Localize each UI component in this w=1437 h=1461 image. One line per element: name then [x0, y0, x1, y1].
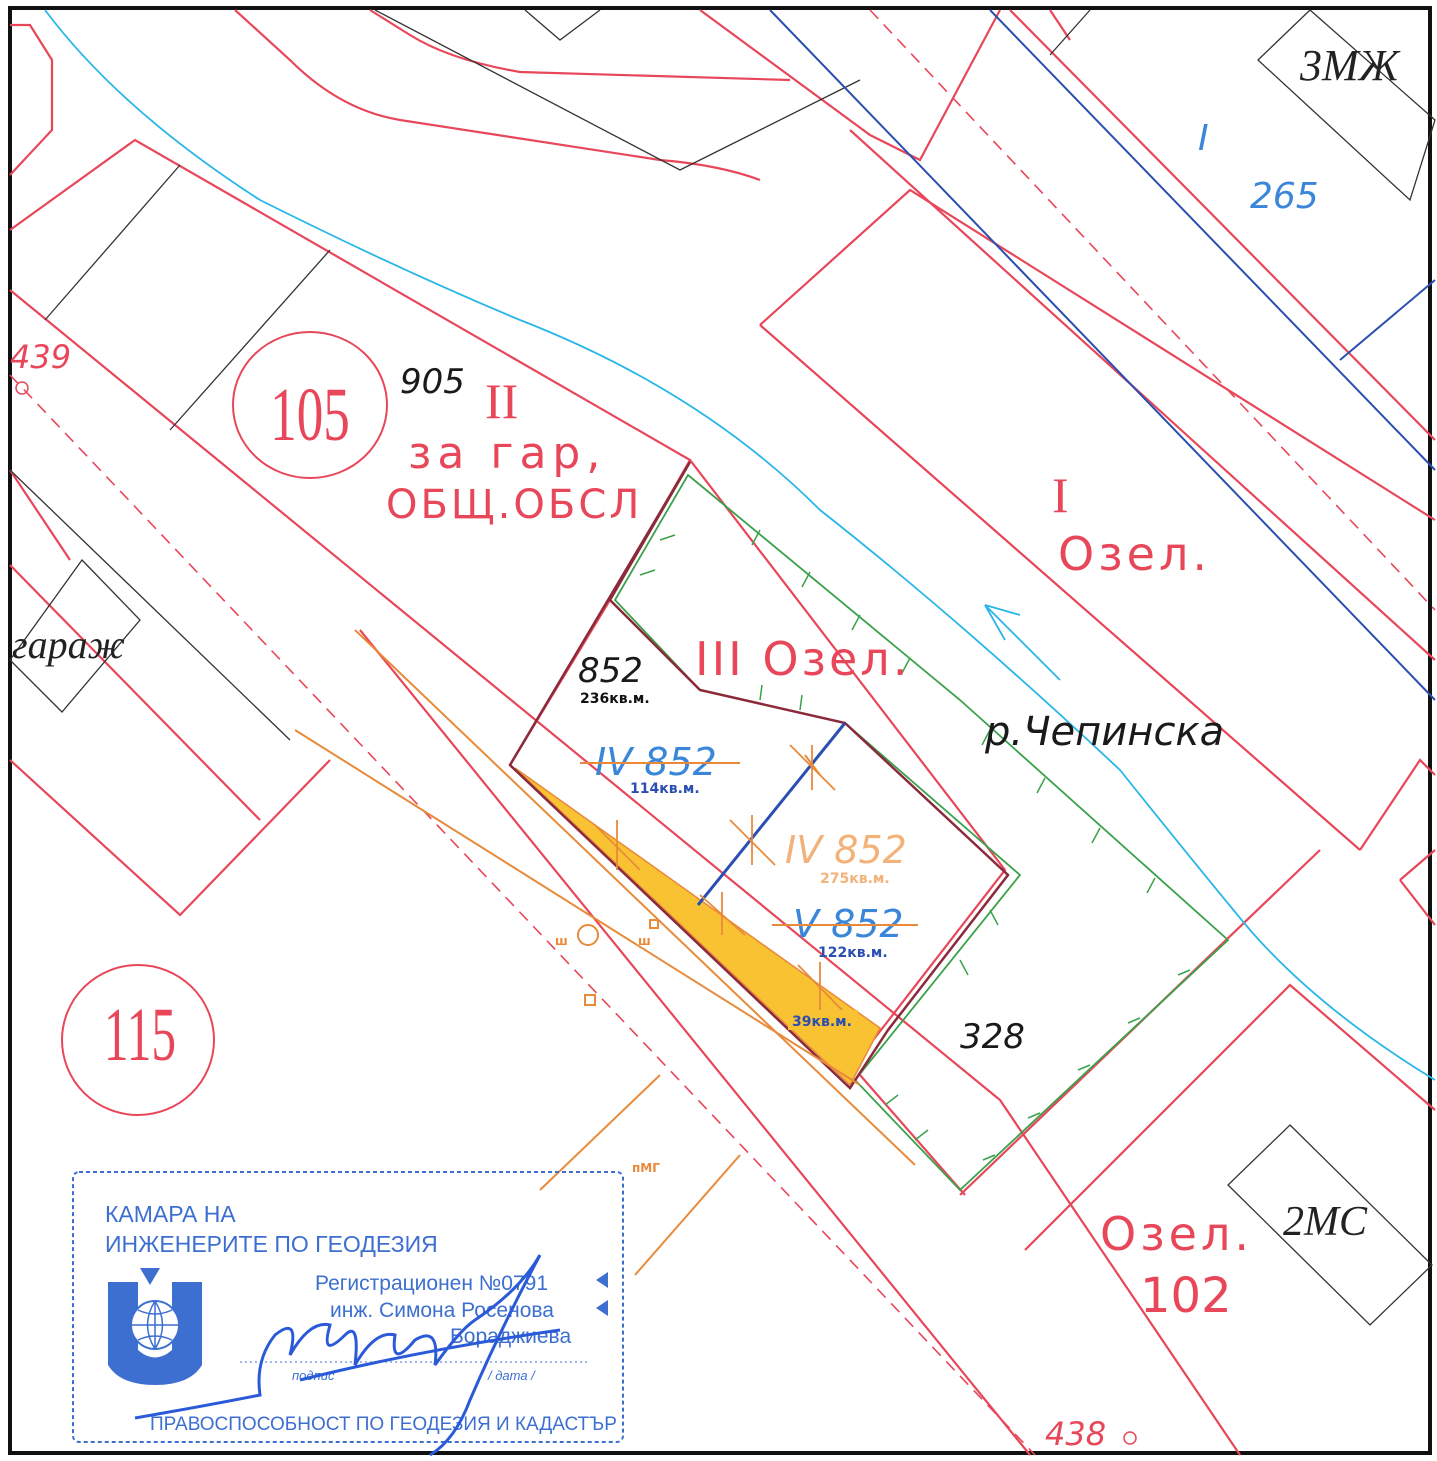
river-label: р.Чепинска [984, 709, 1224, 755]
stamp-line1: КАМАРА НА [105, 1201, 236, 1227]
plot-ii-use-1: за гар, [408, 428, 606, 479]
point-markers [594, 744, 843, 1011]
map-frame [8, 6, 1432, 1455]
stamp-line2: ИНЖЕНЕРИТЕ ПО ГЕОДЕЗИЯ [105, 1231, 438, 1257]
area-39-label: 39кв.м. [792, 1014, 852, 1030]
area-39-box [788, 1010, 858, 1030]
pole-symbol [584, 994, 596, 1006]
surveyor-stamp: КАМАРА НА ИНЖЕНЕРИТЕ ПО ГЕОДЕЗИЯ Регистр… [72, 1171, 624, 1457]
orange-lines [294, 629, 916, 1276]
lot-328-label: 328 [960, 1017, 1025, 1057]
stamp-border [72, 1171, 624, 1443]
manhole-symbol [577, 924, 599, 946]
plot-iii-label: III Озел. [695, 632, 910, 686]
area-236-label: 236кв.м. [580, 691, 650, 707]
lot-852-label: 852 [578, 651, 643, 691]
iv852-new-label: IV 852 [785, 828, 907, 872]
quarter-105-circle [232, 331, 388, 479]
signature [134, 1254, 561, 1457]
point-438-label: 438 [1045, 1415, 1106, 1453]
pmg-label: пМГ [632, 1161, 660, 1175]
stamp-engineer: инж. Симона Росенова [330, 1299, 554, 1322]
quarter-115-label: 115 [104, 992, 176, 1076]
chamber-logo-icon [108, 1268, 202, 1385]
quarter-115-circle [61, 964, 215, 1116]
top-i-label: I [1198, 118, 1209, 159]
survey-point-439 [15, 381, 29, 395]
new-boundary-line [696, 722, 847, 906]
annexed-area [514, 767, 881, 1087]
regulation-lines [9, 9, 1436, 1456]
green-zone-ticks [639, 529, 1191, 1161]
street-blue-lines [769, 9, 1436, 701]
sh-label-1: ш [555, 934, 568, 948]
ozel-102-b: 102 [1140, 1268, 1232, 1324]
sh-label-2: ш [638, 934, 651, 948]
top-265-label: 265 [1250, 176, 1319, 217]
river-line [44, 9, 1436, 1081]
property-852 [508, 461, 1010, 1090]
building-lines [9, 9, 1436, 1326]
area-114-label: 114кв.м. [630, 781, 700, 797]
stamp-footer: ПРАВОСПОСОБНОСТ ПО ГЕОДЕЗИЯ И КАДАСТЪР [150, 1414, 617, 1435]
lot-905-label: 905 [400, 362, 465, 402]
quarter-105-label: 105 [270, 374, 350, 457]
green-zone-iii [613, 473, 1230, 1192]
pole-symbol-2 [649, 919, 659, 929]
plot-i-number: I [1052, 467, 1069, 523]
stamp-reg: Регистрационен №0791 [315, 1272, 548, 1295]
stamp-data: / дата / [487, 1368, 536, 1383]
area-275-label: 275кв.м. [820, 871, 890, 887]
bldg-2ms-label: 2МС [1283, 1199, 1368, 1245]
plot-i-use: Озел. [1058, 527, 1211, 581]
plot-ii-label: II [485, 373, 518, 429]
bldg-3mzh-label: 3МЖ [1299, 41, 1401, 90]
plot-ii-use-2: ОБЩ.ОБСЛ [386, 482, 642, 528]
survey-point-438 [1123, 1431, 1137, 1445]
point-439-label: 439 [10, 338, 71, 376]
garage-label: гараж [12, 622, 125, 667]
area-122-label: 122кв.м. [818, 945, 888, 961]
ozel-102-a: Озел. [1100, 1207, 1253, 1261]
